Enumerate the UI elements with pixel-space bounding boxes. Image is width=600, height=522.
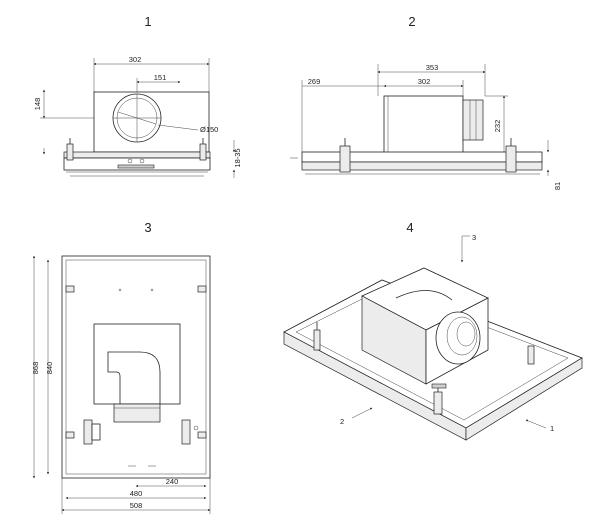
view-4-isometric: 4 1 2 3: [283, 220, 583, 441]
iso-bracket-3: [527, 345, 535, 365]
iso-frame-side: [465, 357, 583, 441]
dim-353-label: 353: [426, 63, 439, 72]
dim-18-35-label: 18-35: [233, 148, 242, 167]
callout-1-leader: [525, 419, 547, 429]
dim-148-label: 148: [33, 98, 42, 111]
dim-232-label: 232: [493, 120, 502, 133]
dim-302b-label: 302: [418, 77, 431, 86]
callout-2-leader: [351, 407, 373, 419]
view-4-number: 4: [406, 220, 413, 235]
dim-508-label: 508: [130, 501, 143, 510]
dim-269-label: 269: [308, 77, 321, 86]
view-3-number: 3: [144, 220, 151, 235]
view-1-front: 1 302 151 148 Ø150: [33, 14, 242, 178]
base-plate: [63, 151, 211, 159]
view-2-number: 2: [408, 14, 415, 29]
outlet-spigot: [113, 403, 161, 423]
bracket-right: [199, 143, 207, 161]
dim-151-label: 151: [154, 73, 167, 82]
callout-3-label: 3: [472, 233, 476, 242]
view-3-top: 3 868 840 240 480: [31, 220, 211, 514]
bracket-left: [66, 143, 74, 161]
dim-302-label: 302: [129, 55, 142, 64]
duct-collar: [462, 99, 484, 141]
dim-240-label: 240: [166, 477, 179, 486]
bracket-2-left: [339, 145, 351, 173]
callout-2-label: 2: [340, 417, 344, 426]
diameter-label: Ø150: [200, 125, 218, 134]
fan-box-body: [93, 91, 210, 153]
dim-81-label: 81: [553, 182, 562, 190]
dim-840-label: 840: [45, 362, 54, 375]
dim-868-label: 868: [31, 362, 40, 375]
iso-bracket-2: [433, 391, 443, 415]
bracket-2-right: [505, 145, 517, 173]
panel-inner: [65, 259, 207, 475]
clip-left: [83, 419, 93, 445]
fan-box-top: [93, 323, 181, 405]
fan-box-side: [383, 95, 464, 157]
clip-right: [181, 419, 191, 445]
iso-duct-outlet: [435, 311, 481, 365]
view-2-side: 2 353 302 269 232: [290, 14, 562, 190]
callout-1-label: 1: [550, 424, 554, 433]
view-1-number: 1: [144, 14, 151, 29]
iso-bracket-1: [313, 329, 321, 351]
ceiling-frame: [63, 157, 211, 171]
dim-480-label: 480: [130, 489, 143, 498]
